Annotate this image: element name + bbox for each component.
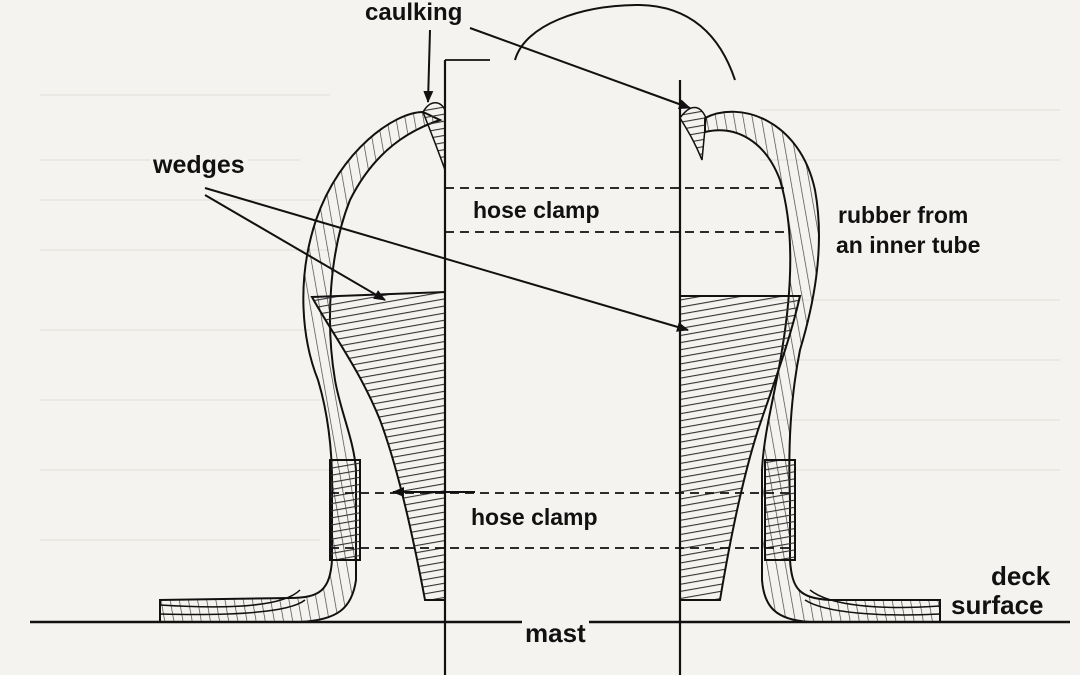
label-deck: deck xyxy=(988,562,1054,591)
label-hose-clamp-top: hose clamp xyxy=(470,198,603,222)
wedges-arrow-right xyxy=(204,187,689,332)
wedges-arrow-left xyxy=(204,194,386,301)
rubber-boot-left-fold2 xyxy=(159,599,306,616)
label-rubber-from: rubber from xyxy=(835,203,972,227)
label-hose-clamp-bottom: hose clamp xyxy=(468,505,601,529)
hose-clamp-block-right xyxy=(764,459,796,561)
rubber-boot-right-fold2 xyxy=(804,599,941,616)
hose-clamp-block-left xyxy=(329,459,361,561)
label-caulking: caulking xyxy=(362,0,466,25)
rubber-boot-right xyxy=(704,110,941,623)
label-mast: mast xyxy=(522,619,589,648)
caulking-left xyxy=(422,102,446,171)
rubber-boot-left xyxy=(159,110,443,623)
label-inner-tube: an inner tube xyxy=(833,233,984,257)
rubber-boot-right-fold xyxy=(809,589,941,609)
caulking-right xyxy=(679,106,707,161)
wedge-left xyxy=(310,290,446,601)
caulking-arrow-right xyxy=(469,27,691,109)
label-surface: surface xyxy=(948,591,1047,620)
wedge-right xyxy=(679,295,802,601)
caulking-arrow-left xyxy=(423,29,434,103)
label-wedges: wedges xyxy=(150,152,248,178)
rubber-boot-left-fold xyxy=(159,589,301,608)
canvas-cover xyxy=(514,3,736,81)
